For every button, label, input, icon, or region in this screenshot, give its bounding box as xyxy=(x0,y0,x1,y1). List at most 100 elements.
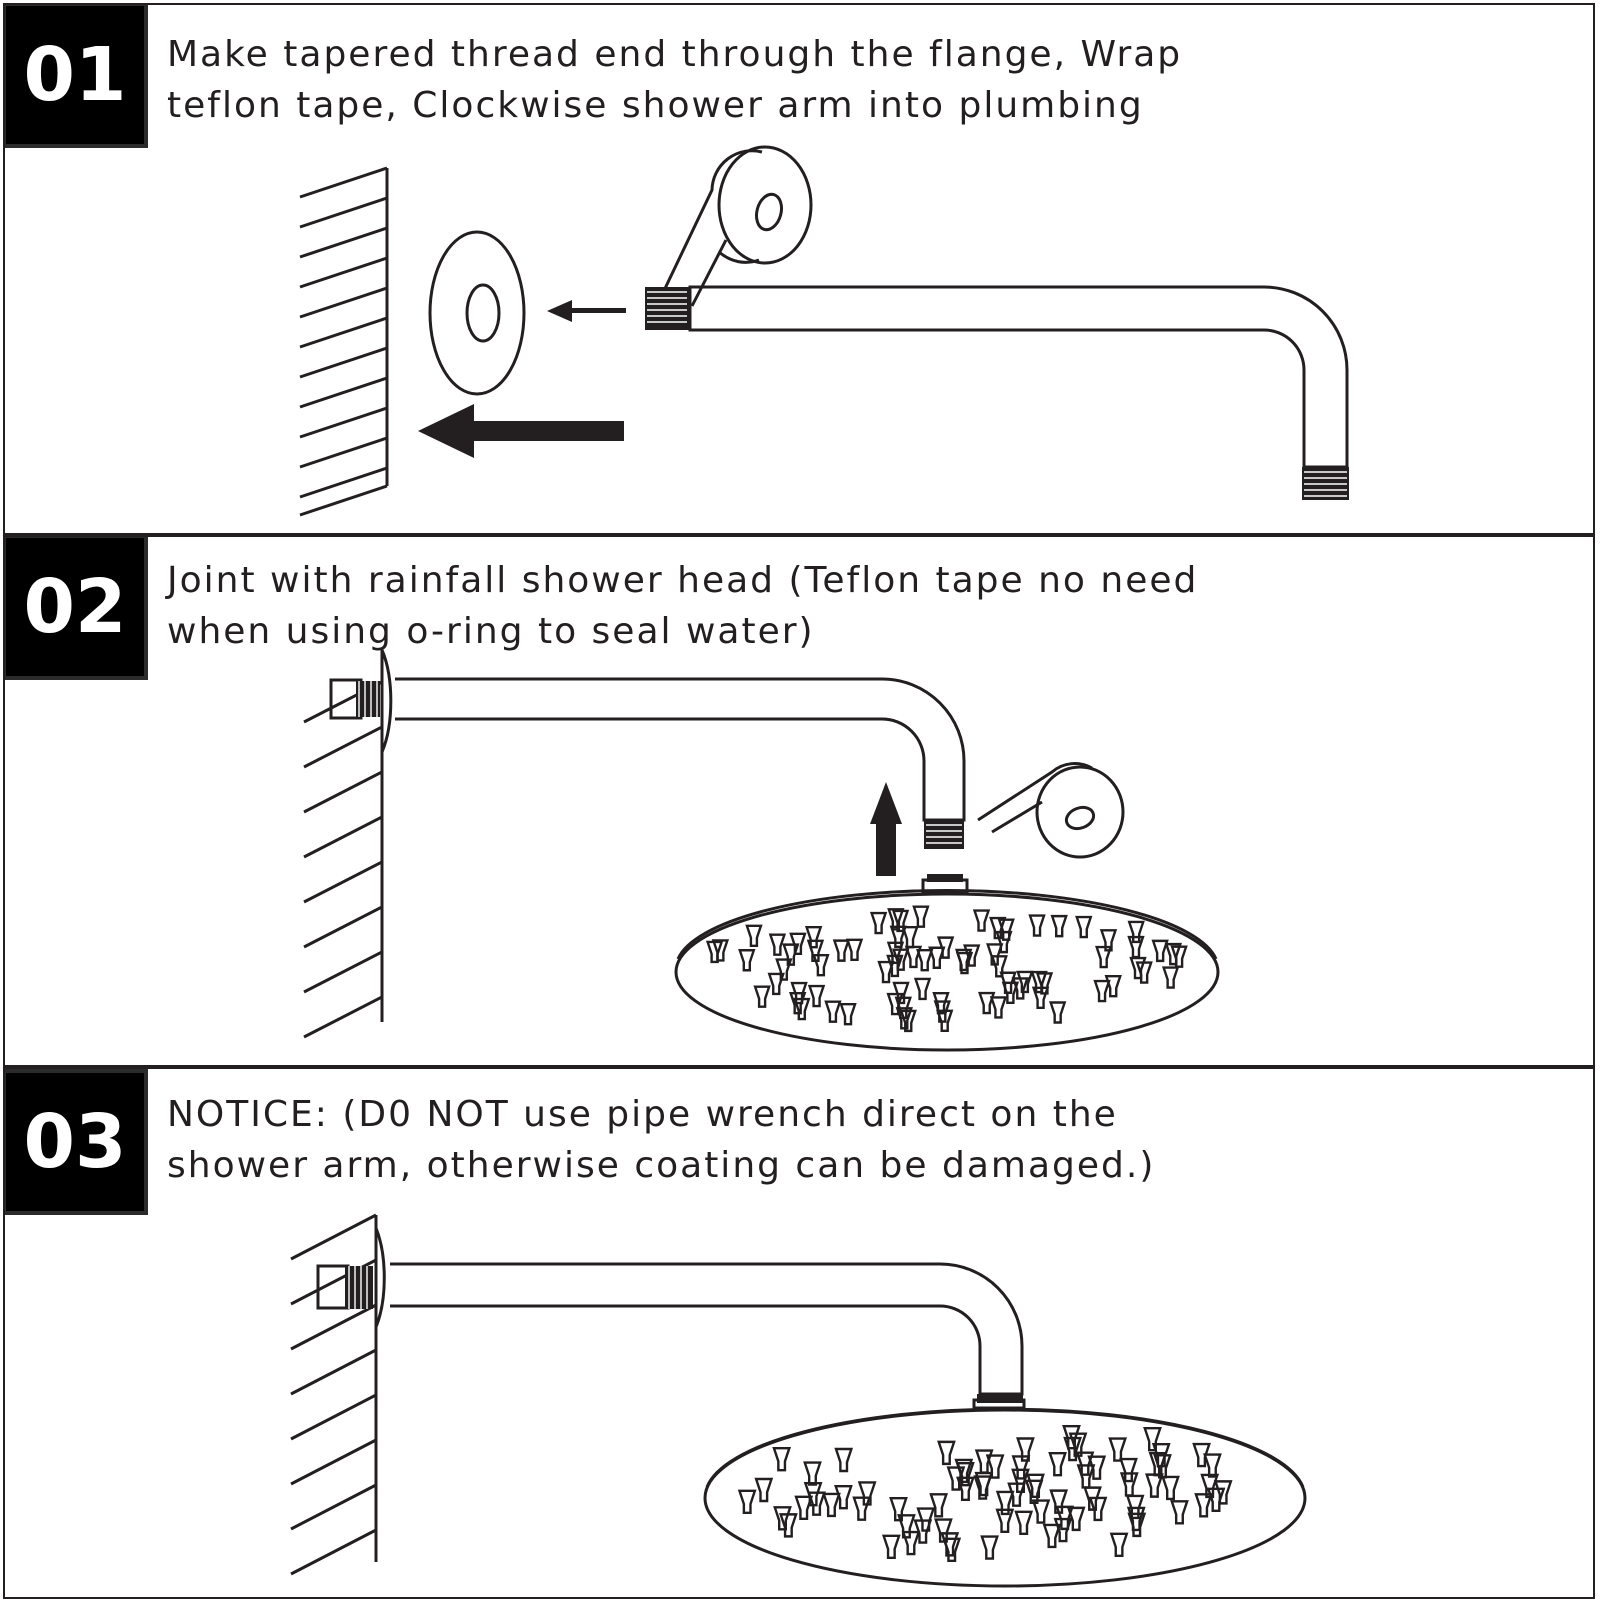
nozzle-icon xyxy=(916,949,934,972)
nozzle-icon xyxy=(789,932,807,956)
nozzle-icon xyxy=(956,1476,975,1502)
step-instruction: Joint with rainfall shower head (Teflon … xyxy=(167,555,1217,657)
step-number-badge: 03 xyxy=(5,1069,148,1215)
nozzle-icon xyxy=(1075,915,1093,939)
nozzle-icon xyxy=(989,996,1008,1019)
thread-end-icon xyxy=(345,1266,1023,1403)
nozzle-icon xyxy=(1083,1486,1102,1511)
nozzle-icon xyxy=(995,1490,1015,1516)
nozzle-icon xyxy=(990,955,1008,978)
nozzle-icon xyxy=(1206,1487,1226,1512)
nozzle-icon xyxy=(889,1497,908,1522)
nozzle-icon xyxy=(789,991,807,1015)
nozzle-icon xyxy=(1063,1436,1082,1462)
direction-arrow-icon xyxy=(418,300,626,458)
nozzle-icon xyxy=(1016,970,1034,994)
nozzle-icon xyxy=(1200,1473,1220,1499)
nozzle-icon xyxy=(773,1506,792,1531)
nozzle-icon xyxy=(1068,1432,1088,1457)
nozzle-icon xyxy=(852,1496,872,1521)
nozzle-icon xyxy=(891,909,910,933)
nozzle-icon xyxy=(807,984,826,1008)
step-instruction-line: NOTICE: (D0 NOT use pipe wrench direct o… xyxy=(167,1094,1118,1135)
nozzle-icon xyxy=(1194,1493,1214,1518)
nozzle-icon xyxy=(772,1446,792,1472)
step-illustration xyxy=(290,1213,1307,1588)
nozzle-icon xyxy=(934,1518,953,1543)
nozzle-icon xyxy=(1127,935,1145,959)
nozzle-icon xyxy=(754,1477,774,1503)
nozzle-icon xyxy=(806,939,825,963)
nozzle-icon xyxy=(881,1534,901,1559)
nozzle-icon xyxy=(1030,970,1048,994)
shower-nozzles xyxy=(737,1424,1233,1562)
nozzle-icon xyxy=(1119,1472,1139,1497)
teflon-tape-roll-icon xyxy=(977,762,1125,859)
nozzle-icon xyxy=(929,1493,948,1518)
nozzle-icon xyxy=(1031,1499,1051,1524)
nozzle-icon xyxy=(887,908,905,931)
nozzle-icon xyxy=(738,949,756,972)
nozzle-icon xyxy=(869,911,888,935)
nozzle-icon xyxy=(1153,1454,1172,1479)
nozzle-icon xyxy=(1161,966,1180,989)
nozzle-icon xyxy=(940,1532,960,1557)
nozzle-icon xyxy=(775,958,793,981)
nozzle-icon xyxy=(1143,1427,1162,1452)
nozzle-icon xyxy=(793,997,811,1021)
nozzle-icon xyxy=(1148,1451,1168,1477)
direction-arrow-icon xyxy=(870,782,902,876)
nozzle-icon xyxy=(899,1009,917,1033)
nozzle-icon xyxy=(1011,1468,1030,1493)
step-instruction-line: teflon tape, Clockwise shower arm into p… xyxy=(167,85,1144,126)
nozzle-icon xyxy=(936,1009,954,1033)
step-panel-02: 02 Joint with rainfall shower head (Tefl… xyxy=(3,535,1595,1067)
nozzle-icon xyxy=(892,981,910,1005)
nozzle-icon xyxy=(985,1454,1005,1479)
nozzle-icon xyxy=(1129,956,1147,980)
nozzle-icon xyxy=(937,1440,956,1466)
step-instruction-line: Make tapered thread end through the flan… xyxy=(167,34,1183,75)
nozzle-icon xyxy=(768,933,787,956)
nozzle-icon xyxy=(1016,1437,1035,1462)
nozzle-icon xyxy=(1048,1451,1067,1477)
step-number-badge: 02 xyxy=(5,537,148,680)
nozzle-icon xyxy=(779,1513,798,1538)
nozzle-icon xyxy=(932,991,950,1015)
nozzle-icon xyxy=(767,972,785,996)
nozzle-icon xyxy=(904,945,923,969)
nozzle-icon xyxy=(737,1489,757,1515)
nozzle-icon xyxy=(901,925,919,949)
thread-end-icon xyxy=(356,681,964,882)
nozzle-icon xyxy=(1049,1001,1067,1024)
nozzle-icon xyxy=(895,1007,913,1030)
nozzle-icon xyxy=(834,1485,853,1510)
nozzle-icon xyxy=(942,1537,962,1562)
nozzle-icon xyxy=(886,954,904,978)
nozzle-icon xyxy=(1192,1442,1211,1468)
nozzle-icon xyxy=(1125,1494,1145,1520)
shower-arm-icon xyxy=(390,1262,1024,1396)
nozzle-icon xyxy=(1104,974,1122,998)
nozzle-icon xyxy=(912,905,930,928)
nozzle-icon xyxy=(1170,1500,1189,1525)
nozzle-icon xyxy=(1108,1437,1127,1462)
nozzle-icon xyxy=(705,940,724,964)
nozzle-icon xyxy=(1164,942,1182,966)
step-number-badge: 01 xyxy=(5,5,148,148)
nozzle-icon xyxy=(1014,1510,1034,1536)
nozzle-icon xyxy=(834,1447,854,1473)
nozzle-icon xyxy=(1095,945,1113,969)
step-instruction-line: Joint with rainfall shower head (Teflon … xyxy=(167,560,1199,601)
nozzle-icon xyxy=(1127,1512,1147,1538)
nozzle-icon xyxy=(804,926,823,949)
nozzle-icon xyxy=(1088,1496,1108,1522)
nozzle-icon xyxy=(745,924,763,947)
nozzle-icon xyxy=(997,918,1015,941)
shower-arm-icon xyxy=(688,285,1349,469)
step-instruction: Make tapered thread end through the flan… xyxy=(167,29,1217,131)
nozzle-icon xyxy=(1066,1506,1086,1532)
flange-plate-icon xyxy=(428,230,526,396)
nozzle-icon xyxy=(857,1481,877,1506)
nozzle-icon xyxy=(822,1492,841,1518)
